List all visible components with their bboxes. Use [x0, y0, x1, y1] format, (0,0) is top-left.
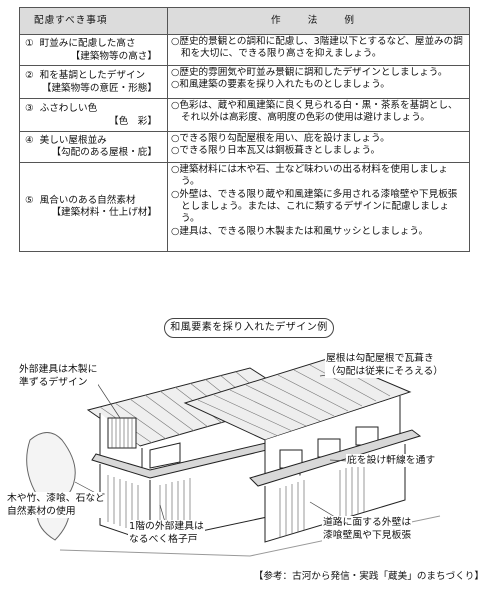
table-row: ③ ふさわしい色 【色 彩】 ○色彩は、蔵や和風建築に良く見られる白・黒・茶系を基…: [19, 98, 470, 132]
item-title: 風合いのある自然素材: [39, 194, 136, 206]
method-cell: ○建築材料には木や石、土など味わいの出る材料を使用しましょう。 ○外壁は、できる…: [167, 161, 470, 252]
item-category: 【色 彩】: [109, 115, 157, 127]
item-category: 【建築材料・仕上げ材】: [51, 207, 157, 219]
method-cell: ○歴史的景観との調和に配慮し、3階建以下とするなど、屋並みの調和を大切に、できる…: [167, 34, 470, 66]
table-row: ⑤ 風合いのある自然素材 【建築材料・仕上げ材】 ○建築材料には木や石、土など味わ…: [19, 161, 470, 252]
method-text: ○できる限り勾配屋根を用い、庇を設けましょう。: [171, 133, 390, 144]
callout-lattice: 1階の外部建具は なるべく格子戸: [128, 520, 205, 546]
item-number: ④: [25, 135, 34, 146]
method-text: ○歴史的景観との調和に配慮し、3階建以下とするなど、屋並みの調和を大切に、できる…: [171, 36, 463, 60]
method-text: ○色彩は、蔵や和風建築に良く見られる白・黒・茶系を基調とし、それ以外は高彩度、高…: [171, 100, 458, 124]
item-category: 【建築物等の高さ】: [70, 50, 157, 62]
item-title: 町並みに配慮した高さ: [39, 38, 136, 50]
header-method: 作 法 例: [167, 7, 470, 35]
method-text: ○和風建築の要素を採り入れたものとしましょう。: [171, 79, 390, 91]
townhouse-illustration: [26, 357, 441, 557]
item-number: ⑤: [25, 194, 34, 206]
method-cell: ○歴史的雰囲気や町並み景観に調和したデザインとしましょう。 ○和風建築の要素を採…: [167, 65, 470, 99]
item-category: 【勾配のある屋根・庇】: [51, 147, 157, 159]
item-title: 美しい屋根並み: [39, 135, 107, 146]
method-cell: ○色彩は、蔵や和風建築に良く見られる白・黒・茶系を基調とし、それ以外は高彩度、高…: [167, 98, 470, 132]
item-cell: ② 和を基調としたデザイン 【建築物等の意匠・形態】: [19, 65, 168, 99]
item-title: 和を基調としたデザイン: [39, 70, 146, 82]
item-number: ③: [25, 103, 34, 115]
callout-natural-materials: 木や竹、漆喰、石など 自然素材の使用: [6, 492, 106, 518]
method-text: ○建具は、できる限り木製または和風サッシとしましょう。: [171, 225, 429, 237]
item-category: 【建築物等の意匠・形態】: [41, 82, 157, 94]
figure-title: 和風要素を採り入れたデザイン例: [164, 318, 334, 338]
source-note: 【参考：古河から発信・実践「蔵美」のまちづくり】: [253, 571, 484, 582]
table-row: ① 町並みに配慮した高さ 【建築物等の高さ】 ○歴史的景観との調和に配慮し、3階建…: [19, 34, 470, 66]
header-item: 配慮すべき事項: [19, 7, 168, 35]
callout-eaves: 庇を設け軒線を通す: [346, 454, 437, 467]
method-text: ○建築材料には木や石、土など味わいの出る材料を使用しましょう。: [171, 163, 448, 188]
item-cell: ④ 美しい屋根並み 【勾配のある屋根・庇】: [19, 131, 168, 163]
item-number: ①: [25, 38, 34, 50]
callout-wall: 道路に面する外壁は 漆喰壁風や下見板張: [322, 516, 413, 542]
item-cell: ③ ふさわしい色 【色 彩】: [19, 98, 168, 132]
method-text: ○外壁は、できる限り蔵や和風建築に多用される漆喰壁や下見板張としましょう。または…: [171, 188, 458, 225]
item-title: ふさわしい色: [39, 103, 98, 115]
method-text: ○できる限り日本瓦又は銅板葺きとしましょう。: [171, 145, 381, 157]
item-number: ②: [25, 70, 34, 82]
table-row: ④ 美しい屋根並み 【勾配のある屋根・庇】 ○できる限り勾配屋根を用い、庇を設けま…: [19, 131, 470, 163]
guideline-table: 配慮すべき事項 作 法 例 ① 町並みに配慮した高さ 【建築物等の高さ】 ○歴史的…: [19, 7, 470, 252]
callout-roof: 屋根は勾配屋根で瓦葺き （勾配は従来にそろえる）: [325, 352, 445, 378]
item-cell: ① 町並みに配慮した高さ 【建築物等の高さ】: [19, 34, 168, 66]
table-row: ② 和を基調としたデザイン 【建築物等の意匠・形態】 ○歴史的雰囲気や町並み景観に…: [19, 65, 470, 99]
method-cell: ○できる限り勾配屋根を用い、庇を設けましょう。 ○できる限り日本瓦又は銅板葺きと…: [167, 131, 470, 163]
callout-fittings: 外部建具は木製に 準ずるデザイン: [18, 363, 99, 389]
item-cell: ⑤ 風合いのある自然素材 【建築材料・仕上げ材】: [19, 161, 168, 252]
method-text: ○歴史的雰囲気や町並み景観に調和したデザインとしましょう。: [171, 67, 448, 78]
